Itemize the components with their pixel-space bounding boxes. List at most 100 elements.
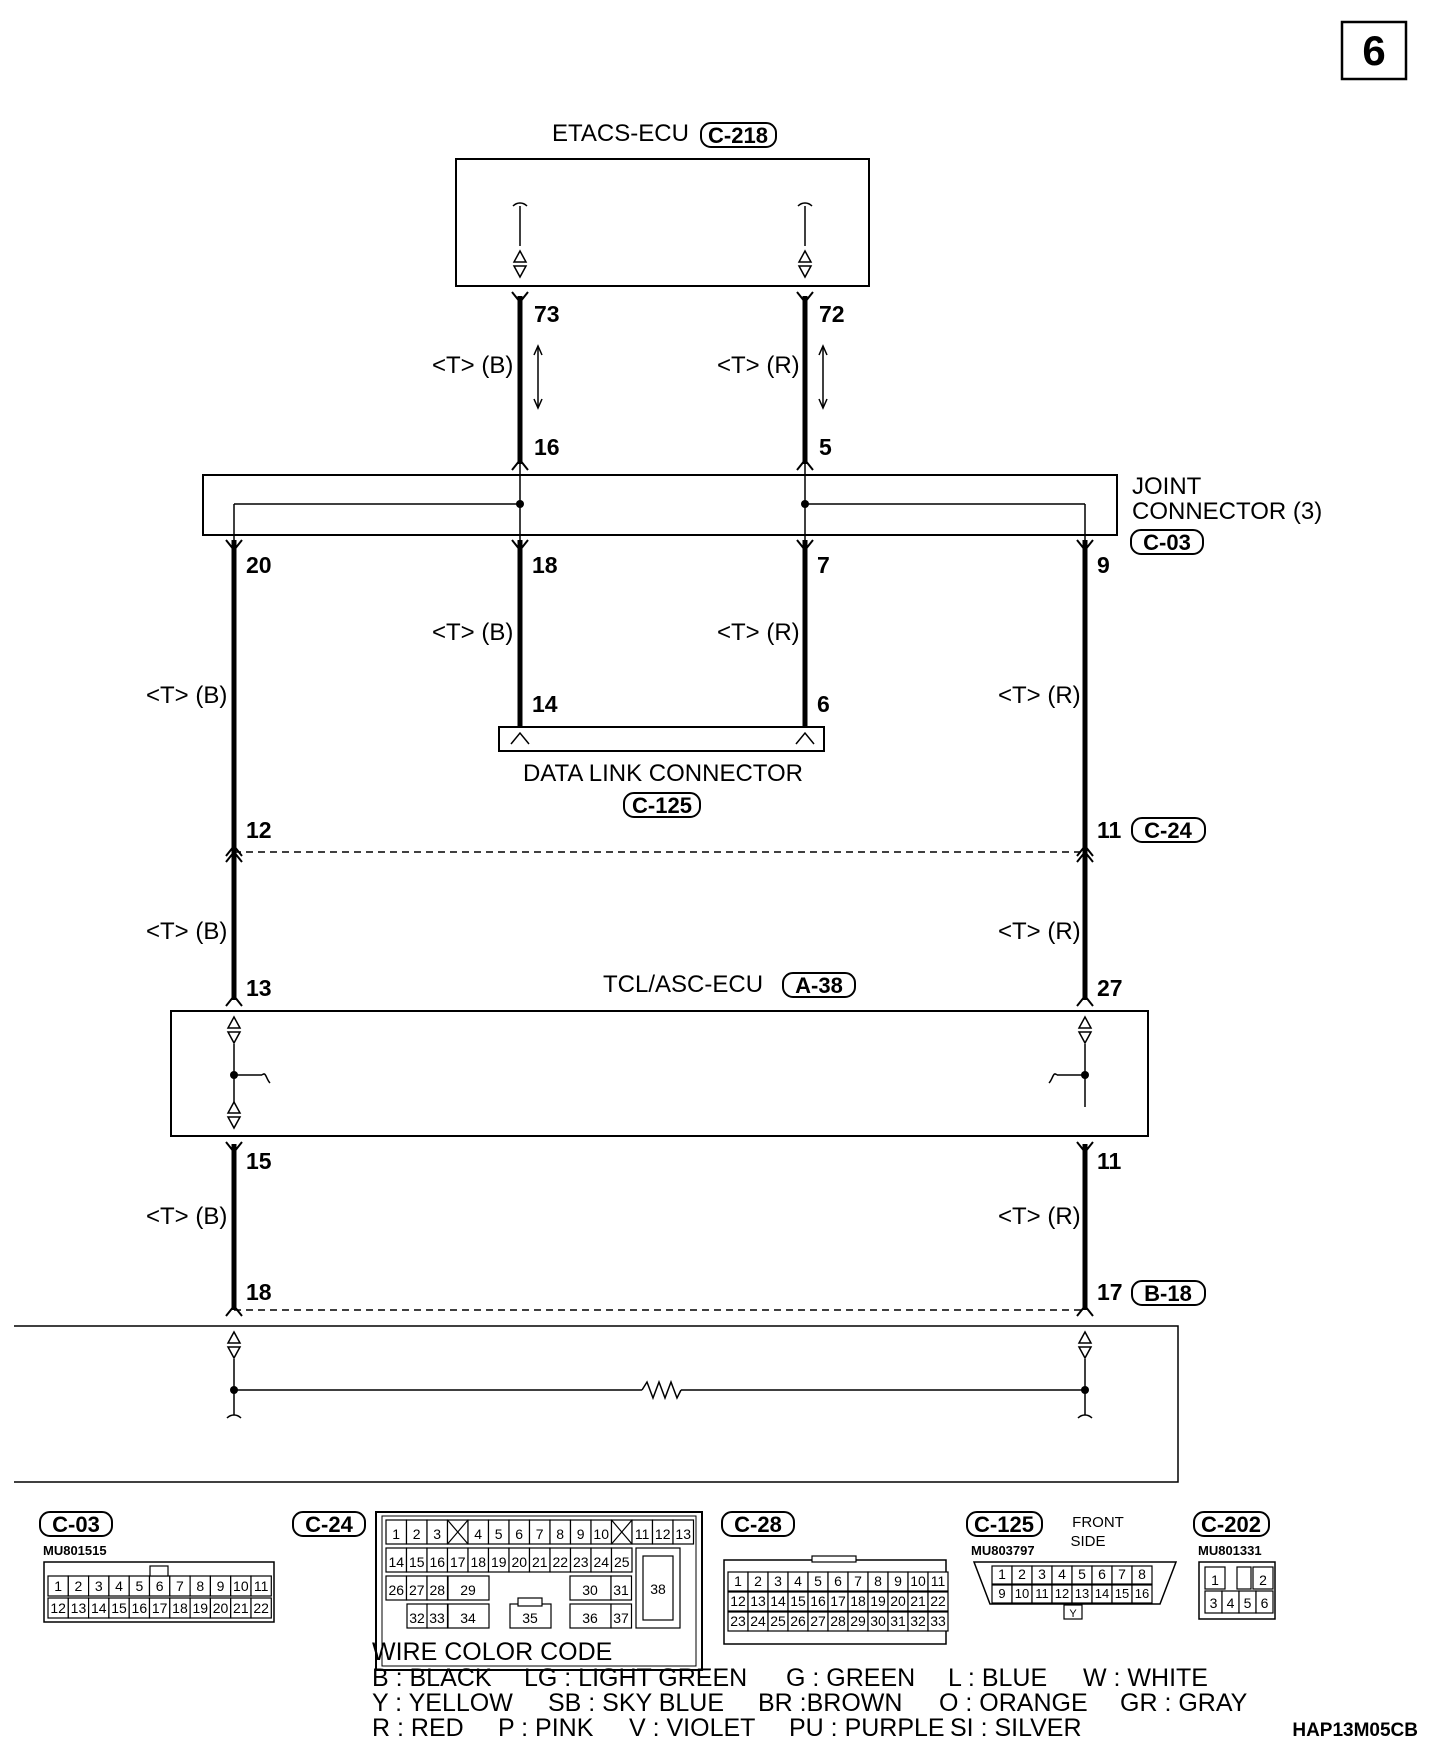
svg-text:20: 20 [890, 1593, 906, 1609]
svg-text:3: 3 [774, 1573, 782, 1589]
svg-text:7: 7 [854, 1573, 862, 1589]
data-link-connector-block: DATA LINK CONNECTOR C-125 [498, 726, 825, 818]
tcl-connector-badge [782, 972, 856, 998]
wire-red-etacs-joint: 72 5 <T> (R) [717, 291, 845, 471]
svg-text:10: 10 [1015, 1586, 1029, 1601]
legend-r3-c5: SI : SILVER [950, 1714, 1082, 1742]
svg-text:MU801515: MU801515 [43, 1543, 107, 1558]
pin-tcl-11: 11 [1097, 1148, 1122, 1174]
svg-text:24: 24 [593, 1554, 609, 1570]
tcl-asc-ecu-block: TCL/ASC-ECU A-38 [170, 971, 1149, 1137]
svg-text:7: 7 [536, 1526, 544, 1542]
svg-text:18: 18 [470, 1554, 486, 1570]
svg-text:21: 21 [233, 1600, 249, 1616]
svg-text:36: 36 [582, 1610, 598, 1626]
legend-title: WIRE COLOR CODE [372, 1638, 612, 1666]
wire-label-black-1: <T> (B) [432, 352, 513, 379]
page-number: 6 [1362, 27, 1385, 74]
svg-text:MU801331: MU801331 [1198, 1543, 1262, 1558]
tcl-asc-ecu-box [170, 1010, 1149, 1137]
svg-text:30: 30 [870, 1613, 886, 1629]
legend-r1-c3: G : GREEN [786, 1664, 915, 1692]
pin-etacs-73: 73 [534, 301, 560, 327]
dlc-box [498, 726, 825, 752]
legend-r1-c1: B : BLACK [372, 1664, 492, 1692]
svg-text:2: 2 [754, 1573, 762, 1589]
svg-text:4: 4 [1058, 1566, 1066, 1582]
svg-text:5: 5 [1244, 1595, 1252, 1611]
svg-text:5: 5 [495, 1526, 503, 1542]
svg-text:13: 13 [71, 1600, 87, 1616]
svg-text:14: 14 [770, 1593, 786, 1609]
svg-text:MU803797: MU803797 [971, 1543, 1035, 1558]
svg-text:6: 6 [515, 1526, 523, 1542]
inline-connector-b18: B-18 [225, 1280, 1206, 1317]
b18-connector-badge [1131, 1280, 1206, 1306]
svg-text:7: 7 [1118, 1566, 1126, 1582]
svg-text:32: 32 [910, 1613, 926, 1629]
wire-label-black-3: <T> (B) [146, 682, 227, 709]
etacs-ecu-box [455, 158, 870, 287]
svg-text:11: 11 [931, 1573, 946, 1589]
svg-text:C-28: C-28 [734, 1512, 782, 1537]
svg-text:27: 27 [810, 1613, 826, 1629]
svg-text:16: 16 [810, 1593, 826, 1609]
wire-label-red-3: <T> (R) [998, 682, 1081, 709]
svg-text:16: 16 [1135, 1586, 1149, 1601]
svg-text:20: 20 [511, 1554, 527, 1570]
svg-text:2: 2 [75, 1578, 83, 1594]
svg-text:2: 2 [413, 1526, 421, 1542]
svg-text:25: 25 [770, 1613, 786, 1629]
figure-code: HAP13M05CB [1292, 1720, 1418, 1741]
svg-text:FRONT: FRONT [1072, 1514, 1124, 1531]
svg-text:8: 8 [874, 1573, 882, 1589]
joint-connector-id: C-03 [1143, 530, 1191, 555]
etacs-ecu-label: ETACS-ECU [552, 120, 689, 147]
svg-text:3: 3 [433, 1526, 441, 1542]
svg-text:12: 12 [730, 1593, 746, 1609]
svg-text:37: 37 [613, 1610, 629, 1626]
pin-dlc-14: 14 [532, 691, 558, 717]
svg-text:6: 6 [1261, 1595, 1269, 1611]
svg-text:28: 28 [830, 1613, 846, 1629]
svg-text:22: 22 [930, 1593, 946, 1609]
wire-red-tcl-b18: 11 <T> (R) 17 [998, 1141, 1123, 1310]
wire-label-black-4: <T> (B) [146, 918, 227, 945]
svg-text:18: 18 [850, 1593, 866, 1609]
svg-text:4: 4 [1227, 1595, 1235, 1611]
svg-text:4: 4 [115, 1578, 123, 1594]
pin-tcl-13: 13 [246, 975, 272, 1001]
svg-text:15: 15 [790, 1593, 806, 1609]
wire-black-tcl-b18: 15 <T> (B) 18 [146, 1141, 272, 1310]
svg-text:16: 16 [132, 1600, 148, 1616]
wire-label-black-5: <T> (B) [146, 1203, 227, 1230]
svg-text:26: 26 [388, 1582, 404, 1598]
tcl-asc-ecu-label: TCL/ASC-ECU [603, 971, 763, 998]
svg-text:20: 20 [213, 1600, 229, 1616]
svg-text:10: 10 [910, 1573, 926, 1589]
wire-label-red-2: <T> (R) [717, 619, 800, 646]
svg-text:5: 5 [814, 1573, 822, 1589]
svg-text:24: 24 [750, 1613, 766, 1629]
svg-text:SIDE: SIDE [1070, 1533, 1105, 1550]
svg-text:14: 14 [91, 1600, 107, 1616]
pin-etacs-72: 72 [819, 301, 845, 327]
pin-c24-11: 11 [1097, 817, 1122, 843]
legend-r2-c4: O : ORANGE [939, 1689, 1088, 1717]
svg-text:3: 3 [1210, 1595, 1218, 1611]
pin-b18-18: 18 [246, 1279, 272, 1305]
svg-text:13: 13 [750, 1593, 766, 1609]
svg-text:11: 11 [1035, 1586, 1049, 1601]
svg-text:17: 17 [450, 1554, 466, 1570]
svg-text:19: 19 [491, 1554, 507, 1570]
svg-text:13: 13 [1075, 1586, 1089, 1601]
legend-r3-c1: R : RED [372, 1714, 464, 1742]
svg-text:C-202: C-202 [1201, 1512, 1261, 1537]
svg-text:29: 29 [460, 1582, 476, 1598]
svg-text:34: 34 [460, 1610, 476, 1626]
wire-label-red-5: <T> (R) [998, 1203, 1081, 1230]
